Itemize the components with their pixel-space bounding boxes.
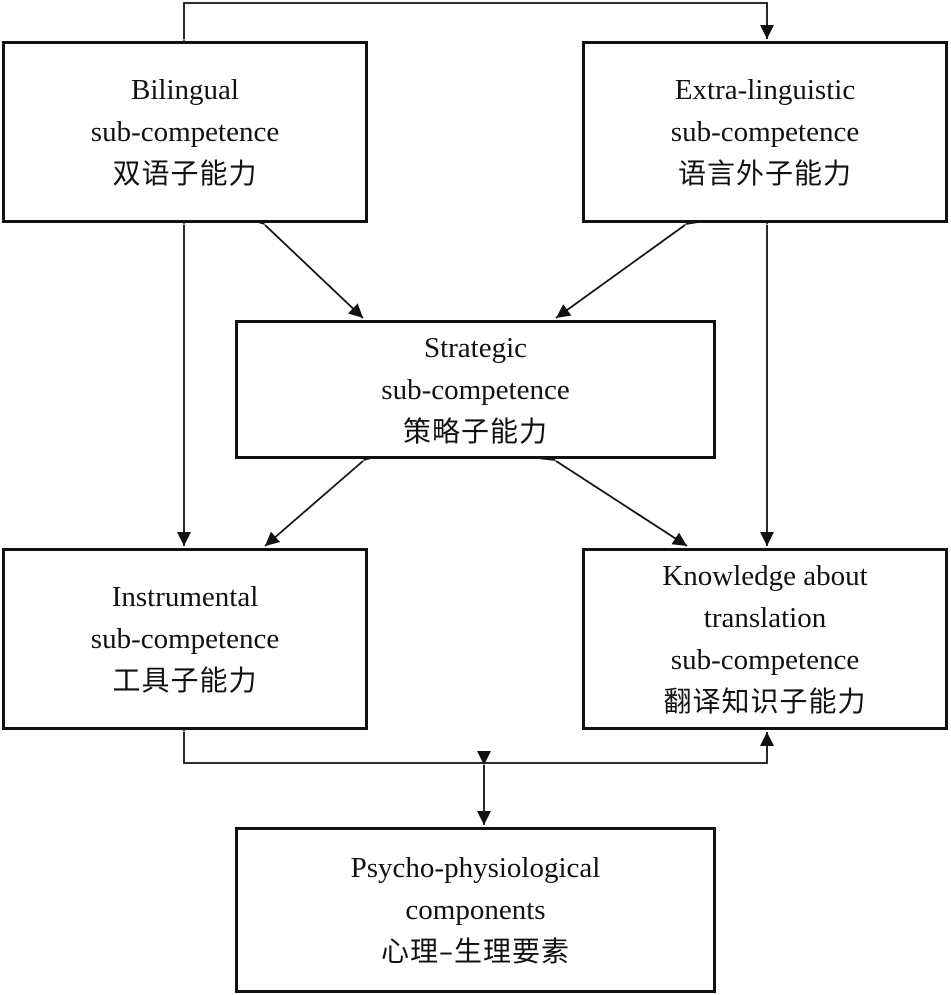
node-instrumental-line-2: sub-competence [90, 623, 280, 655]
node-instrumental: Instrumental sub-competence 工具子能力 [2, 548, 368, 730]
node-extra-linguistic-zh: 语言外子能力 [677, 157, 852, 190]
node-bilingual-line-2: sub-competence [90, 116, 280, 148]
node-strategic: Strategic sub-competence 策略子能力 [235, 320, 716, 459]
node-knowledge-translation-line-1: Knowledge about [662, 560, 868, 592]
connector-bilingual-strategic [250, 210, 364, 319]
connector-bottom-bracket [177, 718, 774, 764]
node-psycho-physiological-zh: 心理–生理要素 [380, 935, 570, 968]
node-psycho-physiological-line-2: components [405, 894, 546, 926]
node-strategic-zh: 策略子能力 [402, 414, 548, 448]
node-extra-linguistic: Extra-linguistic sub-competence 语言外子能力 [582, 41, 948, 223]
node-bilingual-line-1: Bilingual [131, 74, 239, 106]
connector-bilingual-extra [177, 2, 774, 53]
connector-strategic-instrumental [264, 446, 379, 547]
node-instrumental-line-1: Instrumental [111, 581, 259, 613]
node-extra-linguistic-line-1: Extra-linguistic [674, 74, 856, 106]
node-bilingual: Bilingual sub-competence 双语子能力 [2, 41, 368, 223]
node-knowledge-translation: Knowledge about translation sub-competen… [582, 548, 948, 730]
connector-strategic-knowledge [540, 447, 688, 547]
node-bilingual-zh: 双语子能力 [112, 157, 258, 190]
node-knowledge-translation-zh: 翻译知识子能力 [663, 685, 867, 718]
node-extra-linguistic-line-2: sub-competence [670, 116, 860, 148]
node-psycho-physiological-line-1: Psycho-physiological [350, 852, 601, 884]
node-knowledge-translation-line-2: translation [703, 602, 827, 634]
node-instrumental-zh: 工具子能力 [112, 664, 258, 697]
node-psycho-physiological: Psycho-physiological components 心理–生理要素 [235, 827, 716, 993]
node-knowledge-translation-line-3: sub-competence [670, 644, 860, 676]
node-strategic-line-1: Strategic [423, 331, 528, 364]
node-strategic-line-2: sub-competence [381, 373, 570, 406]
connector-extra-strategic [555, 211, 701, 319]
